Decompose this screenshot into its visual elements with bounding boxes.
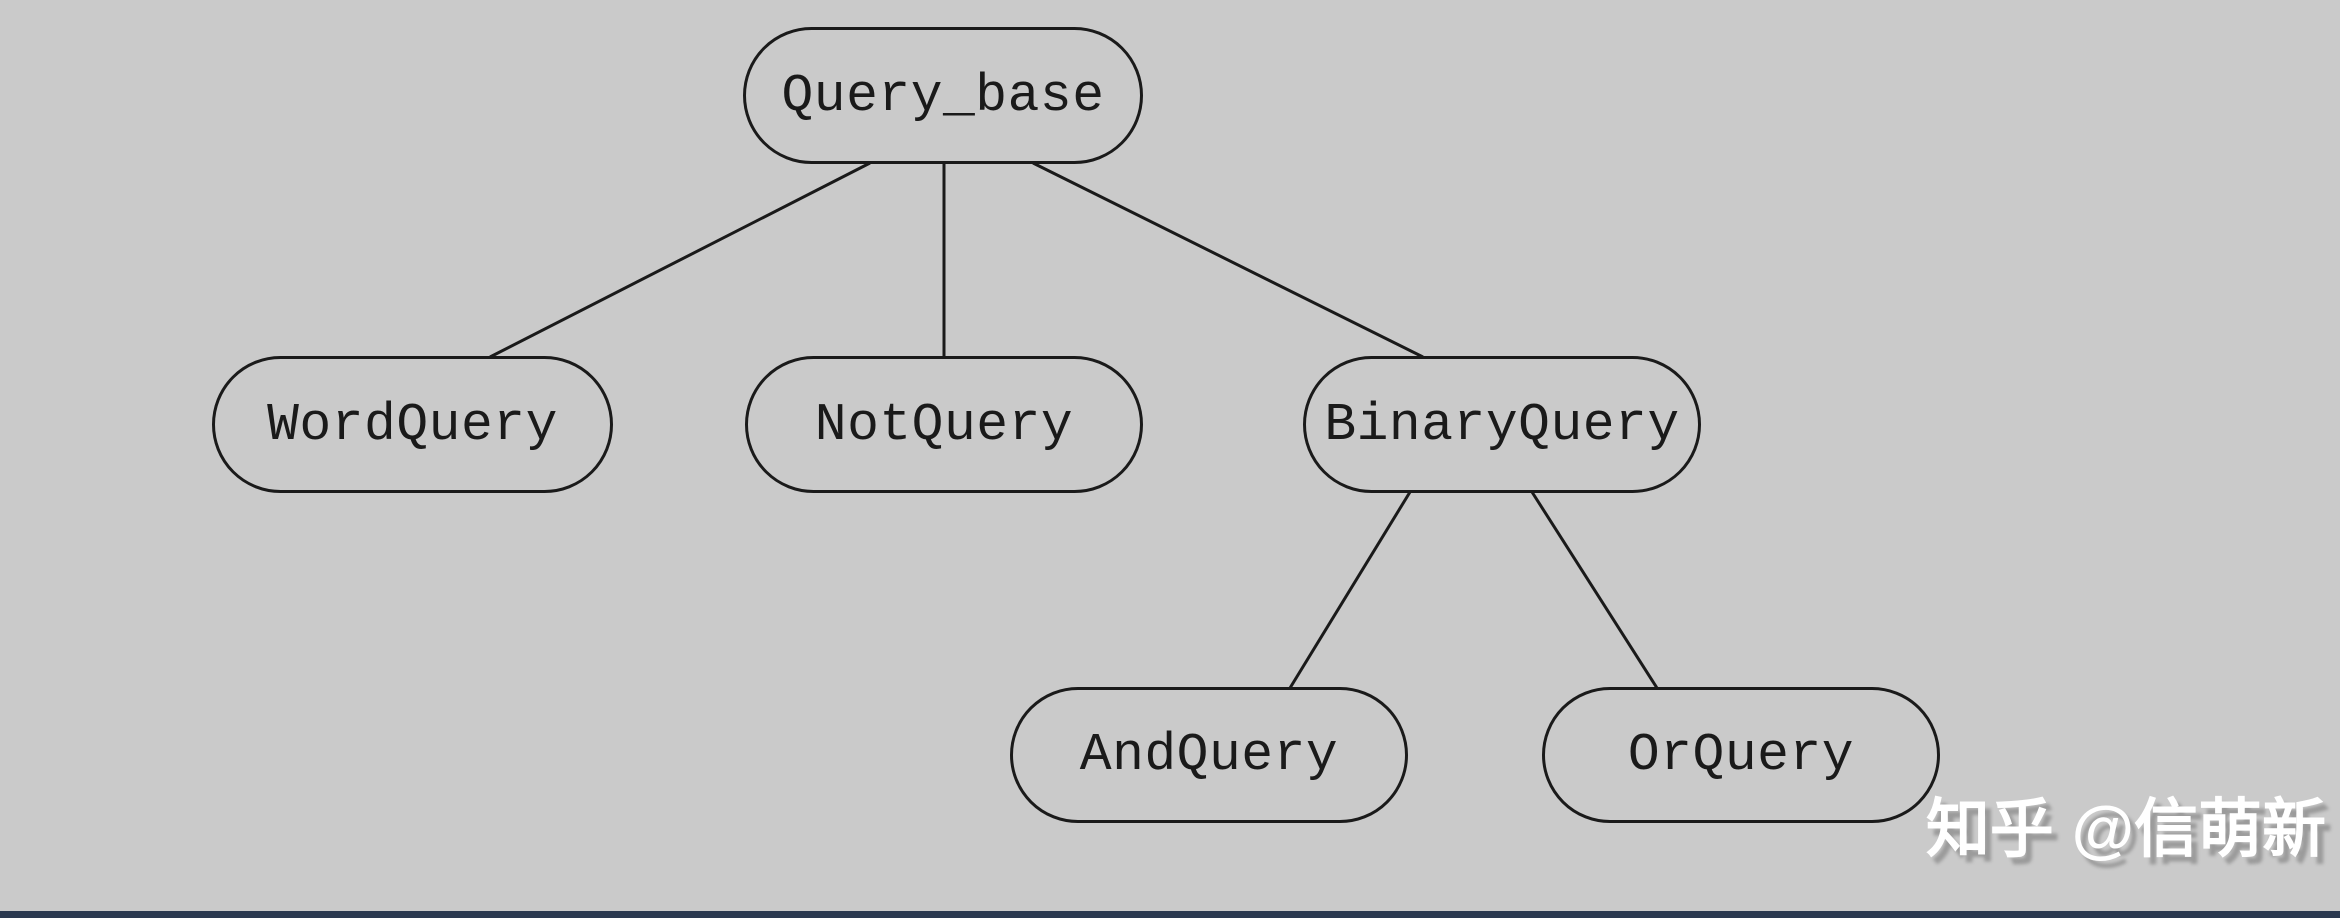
edge-binary-query-to-or-query	[1530, 491, 1659, 689]
zhihu-watermark: 知乎 @信萌新	[1925, 793, 2326, 865]
edge-query-base-to-word-query	[489, 161, 871, 359]
edge-query-base-to-binary-query	[1032, 161, 1424, 359]
node-label: BinaryQuery	[1324, 394, 1680, 455]
bottom-edge-bar	[0, 911, 2340, 918]
node-query-base: Query_base	[743, 27, 1143, 164]
node-binary-query: BinaryQuery	[1303, 356, 1701, 493]
node-label: NotQuery	[814, 394, 1074, 455]
node-label: WordQuery	[267, 394, 558, 455]
node-word-query: WordQuery	[212, 356, 613, 493]
node-not-query: NotQuery	[745, 356, 1143, 493]
node-label: OrQuery	[1627, 725, 1855, 785]
node-and-query: AndQuery	[1010, 687, 1408, 823]
node-label: AndQuery	[1079, 725, 1339, 785]
node-or-query: OrQuery	[1542, 687, 1940, 823]
edge-binary-query-to-and-query	[1288, 491, 1412, 689]
node-label: Query_base	[781, 65, 1105, 126]
